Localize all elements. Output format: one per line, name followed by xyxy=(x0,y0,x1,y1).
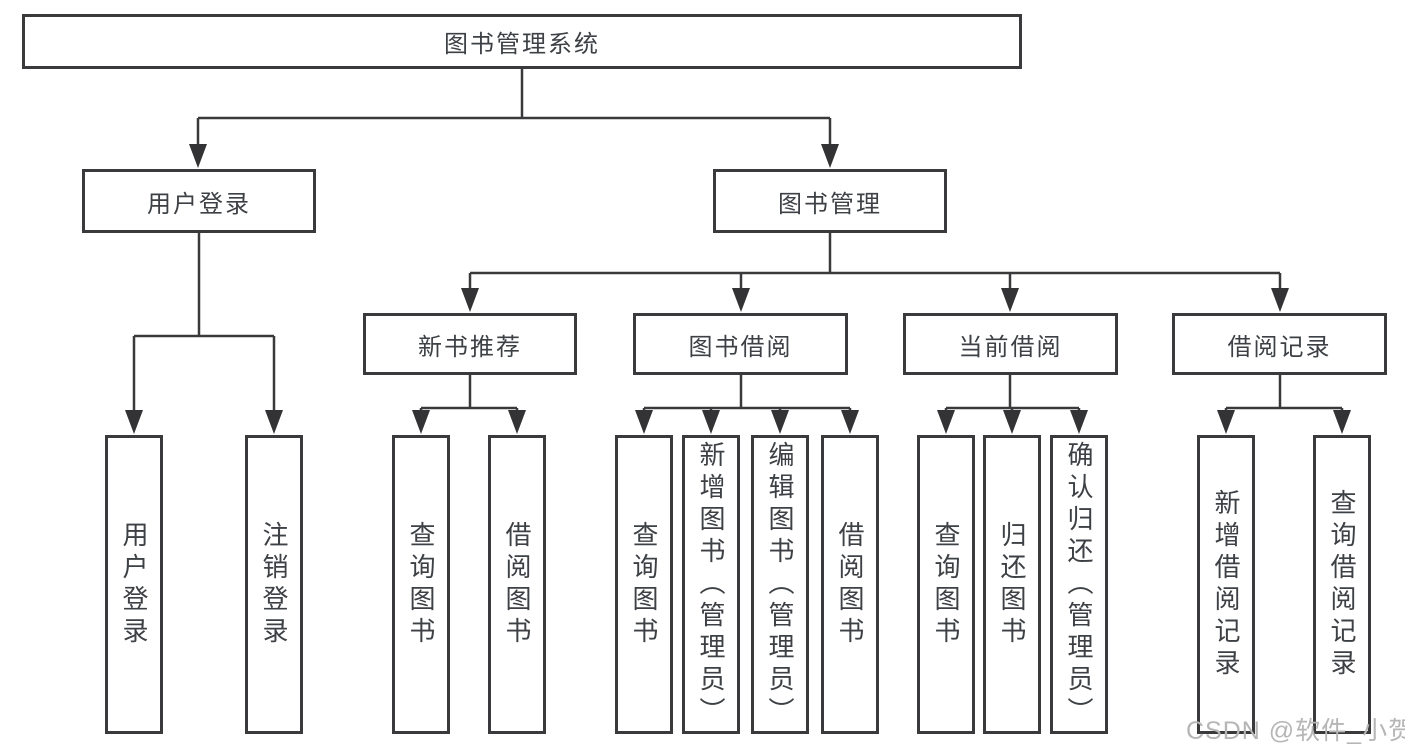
arrowhead-icon xyxy=(508,410,526,434)
leaf-confirm-return-admin: 确认归还（管理员） xyxy=(1050,435,1108,734)
connector-recommend-to-leaves xyxy=(419,375,519,414)
arrowhead-icon xyxy=(1271,288,1289,312)
node-user-login-branch: 用户登录 xyxy=(82,169,316,233)
arrowhead-icon xyxy=(265,410,283,434)
arrowhead-icon xyxy=(1217,410,1235,434)
leaf-edit-books-admin: 编辑图书（管理员） xyxy=(751,435,809,734)
arrowhead-icon xyxy=(937,410,955,434)
arrowhead-icon xyxy=(461,288,479,312)
arrowhead-icon xyxy=(821,144,839,168)
connector-userlogin-to-leaves xyxy=(132,233,276,412)
arrowhead-icon xyxy=(412,410,430,434)
node-book-management-branch: 图书管理 xyxy=(713,169,947,233)
arrowhead-icon xyxy=(702,410,720,434)
arrowhead-icon xyxy=(125,410,143,434)
arrowhead-icon xyxy=(771,410,789,434)
arrowhead-icon xyxy=(1003,410,1021,434)
leaf-user-login: 用户登录 xyxy=(105,435,163,734)
connector-borrow-to-leaves xyxy=(642,375,852,414)
node-book-borrow: 图书借阅 xyxy=(633,313,848,375)
connector-bookmgmt-to-level3 xyxy=(468,233,1282,290)
arrowhead-icon xyxy=(1070,410,1088,434)
connector-current-to-leaves xyxy=(944,375,1081,414)
arrowhead-icon xyxy=(1333,410,1351,434)
node-new-book-recommend: 新书推荐 xyxy=(363,313,577,375)
leaf-borrow-books-recommend: 借阅图书 xyxy=(488,435,546,734)
connector-records-to-leaves xyxy=(1224,375,1344,414)
leaf-add-books-admin: 新增图书（管理员） xyxy=(682,435,740,734)
leaf-borrow-books: 借阅图书 xyxy=(821,435,879,734)
leaf-query-books-borrow: 查询图书 xyxy=(615,435,673,734)
leaf-query-books-recommend: 查询图书 xyxy=(392,435,450,734)
arrowhead-icon xyxy=(189,144,207,168)
leaf-logout: 注销登录 xyxy=(245,435,303,734)
arrowhead-icon xyxy=(1001,288,1019,312)
arrowhead-icon xyxy=(635,410,653,434)
csdn-watermark: CSDN @软件_小贺同学 xyxy=(1186,717,1405,745)
node-borrow-records: 借阅记录 xyxy=(1172,313,1387,375)
arrowhead-icon xyxy=(732,288,750,312)
leaf-query-books-current: 查询图书 xyxy=(917,435,975,734)
connector-root-to-level2 xyxy=(196,69,832,146)
leaf-query-borrow-record: 查询借阅记录 xyxy=(1313,435,1371,734)
leaf-add-borrow-record: 新增借阅记录 xyxy=(1197,435,1255,734)
node-current-borrow: 当前借阅 xyxy=(903,313,1118,375)
node-root: 图书管理系统 xyxy=(22,14,1022,69)
arrowhead-icon xyxy=(841,410,859,434)
leaf-return-books: 归还图书 xyxy=(983,435,1041,734)
